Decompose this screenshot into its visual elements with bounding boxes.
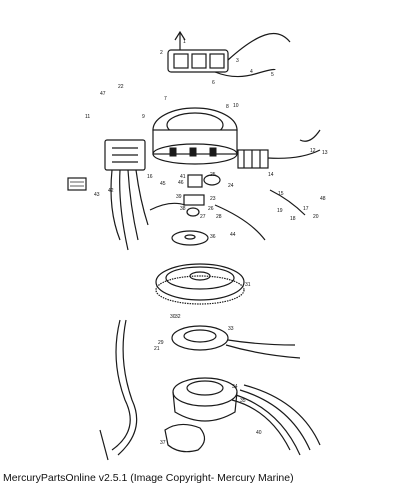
callout: 11 — [85, 114, 90, 120]
wire-leads-right — [231, 384, 321, 456]
callout: 16 — [147, 174, 153, 180]
trigger-plate[interactable] — [171, 230, 209, 246]
wire-leads-left — [99, 319, 138, 461]
callout: 29 — [158, 340, 164, 346]
stator-assembly[interactable] — [152, 107, 238, 165]
callout: 26 — [208, 206, 214, 212]
callout: 12 — [310, 148, 316, 154]
callout: 4 — [250, 69, 253, 75]
callout: 43 — [94, 192, 100, 198]
rectifier[interactable] — [237, 129, 321, 169]
callout: 3 — [236, 58, 239, 64]
callout: 34 — [232, 384, 238, 390]
callout: 28 — [216, 214, 222, 220]
callout: 38 — [180, 206, 186, 212]
callout: 13 — [322, 150, 328, 156]
callout: 46 — [178, 180, 184, 186]
callout: 17 — [303, 206, 309, 212]
callout: 30 — [170, 314, 176, 320]
callout: 19 — [277, 208, 283, 214]
callout: 36 — [210, 234, 216, 240]
callout: 25 — [210, 172, 216, 178]
callout: 8 — [226, 104, 229, 110]
callout: 45 — [160, 181, 166, 187]
decal-plate — [67, 177, 87, 191]
callout: 1 — [183, 39, 186, 45]
callout: 20 — [313, 214, 319, 220]
callout: 48 — [320, 196, 326, 202]
callout: 39 — [176, 194, 182, 200]
callout: 22 — [118, 84, 124, 90]
callout: 6 — [212, 80, 215, 86]
callout: 15 — [278, 191, 284, 197]
callout: 14 — [268, 172, 274, 178]
callout: 31 — [245, 282, 251, 288]
lower-bracket[interactable] — [164, 423, 206, 453]
callout: 41 — [180, 174, 186, 180]
image-caption: MercuryPartsOnline v2.5.1 (Image Copyrig… — [3, 472, 294, 484]
callout: 7 — [164, 96, 167, 102]
callout: 32 — [175, 314, 181, 320]
trigger-parts[interactable] — [183, 174, 221, 217]
callout: 33 — [228, 326, 234, 332]
callout: 27 — [200, 214, 206, 220]
callout: 42 — [108, 188, 114, 194]
switch-box[interactable] — [104, 139, 149, 251]
callout-labels: 1 2 3 4 5 6 7 8 9 10 11 12 13 14 15 16 1… — [85, 39, 328, 446]
callout: 21 — [154, 346, 160, 352]
callout: 23 — [210, 196, 216, 202]
callout: 10 — [233, 103, 239, 109]
flywheel[interactable] — [155, 263, 245, 305]
callout: 44 — [230, 232, 236, 238]
callout: 37 — [160, 440, 166, 446]
callout: 24 — [228, 183, 234, 189]
callout: 35 — [240, 398, 246, 404]
callout: 2 — [160, 50, 163, 56]
exploded-parts-diagram: 1 2 3 4 5 6 7 8 9 10 11 12 13 14 15 16 1… — [67, 30, 328, 461]
callout: 18 — [290, 216, 296, 222]
wire-misc — [149, 189, 306, 241]
callout: 40 — [256, 430, 262, 436]
lower-housing[interactable] — [172, 377, 238, 422]
callout: 9 — [142, 114, 145, 120]
ignition-coil-assembly[interactable] — [167, 30, 291, 78]
callout: 47 — [100, 91, 106, 97]
callout: 5 — [271, 72, 274, 78]
lower-stator[interactable] — [171, 325, 301, 359]
